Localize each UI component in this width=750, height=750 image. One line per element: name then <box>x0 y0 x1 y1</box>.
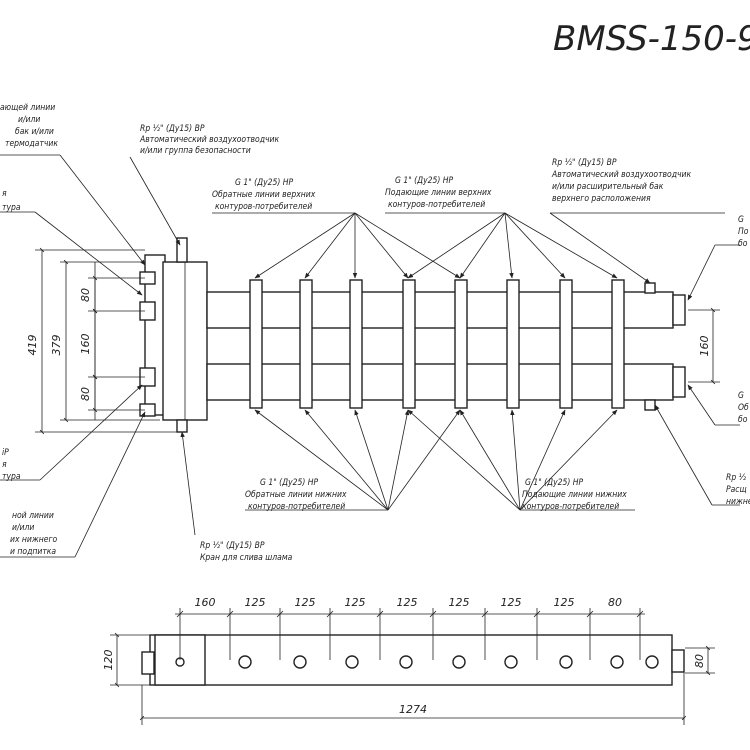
plan-dim-1274: 1274 <box>399 703 427 716</box>
plan-hole-2 <box>238 655 252 669</box>
front-view <box>139 237 686 433</box>
plan-hole-9 <box>610 655 624 669</box>
note-left-bottom-1: iP я тура <box>2 448 21 482</box>
plan-tick-9 <box>586 610 594 618</box>
plan-hole-7 <box>504 655 518 669</box>
connection-pipe-7 <box>559 279 573 409</box>
dim-160: 160 <box>79 334 92 355</box>
plan-hole-10 <box>645 655 659 669</box>
note-left-top-2: я тура <box>2 189 21 213</box>
right-cap-bottom <box>672 366 686 398</box>
plan-tick-3 <box>276 610 284 618</box>
dim-379: 379 <box>50 335 63 356</box>
plan-dim-125-5: 125 <box>449 596 470 609</box>
note-drain: Rp ½" (Ду15) ВР Кран для слива шлама <box>200 541 293 563</box>
plan-dim-125-1: 125 <box>245 596 266 609</box>
plan-view: 160 125 125 125 125 125 125 125 80 120 8… <box>102 596 715 725</box>
return-collector-bottom <box>206 363 674 401</box>
right-vent-top <box>644 282 656 294</box>
drain-fitting <box>176 419 188 433</box>
connection-pipe-1 <box>249 279 263 409</box>
plan-tick-1 <box>176 610 184 618</box>
note-rp-right-top: Rp ½" (Ду15) ВР Автоматический воздухоот… <box>551 158 694 204</box>
note-return-top: G 1" (Ду25) НР Обратные линии верхних ко… <box>212 178 318 212</box>
plan-tick-4 <box>326 610 334 618</box>
plan-right-cap <box>671 649 685 673</box>
connection-pipe-4 <box>402 279 416 409</box>
note-return-bottom: G 1" (Ду25) НР Обратные линии нижних кон… <box>245 478 349 512</box>
leaders-top <box>0 154 740 301</box>
dim-419: 419 <box>26 335 39 356</box>
connection-pipe-3 <box>349 279 363 409</box>
note-rp-top: Rp ½" (Ду15) ВР Автоматический воздухоот… <box>139 124 282 156</box>
plan-tick-6 <box>429 610 437 618</box>
note-right-top: G По бо <box>738 215 750 249</box>
plan-dim-125-4: 125 <box>397 596 418 609</box>
plan-hole-8 <box>559 655 573 669</box>
connection-pipe-2 <box>299 279 313 409</box>
plan-hole-6 <box>452 655 466 669</box>
plan-dim-160: 160 <box>195 596 216 609</box>
plan-dim-125-3: 125 <box>345 596 366 609</box>
plan-tick-10 <box>636 610 644 618</box>
plan-dim-80: 80 <box>608 596 622 609</box>
plan-tick-2 <box>226 610 234 618</box>
plan-holes <box>175 655 659 669</box>
connection-pipe-6 <box>506 279 520 409</box>
note-left-top-1: ающей линии и/или бак и/или термодатчик <box>0 103 58 149</box>
plan-dim-125-7: 125 <box>554 596 575 609</box>
dim-80-bottom: 80 <box>79 387 92 401</box>
note-right-bottom: Rp ½ Расщ нижне <box>726 473 750 507</box>
right-vent-bottom <box>644 399 656 411</box>
plan-left-cap <box>141 651 155 675</box>
plan-tick-7 <box>481 610 489 618</box>
dim-80-top: 80 <box>79 288 92 302</box>
note-supply-top: G 1" (Ду25) НР Подающие линии верхних ко… <box>385 176 494 210</box>
plan-hole-5 <box>399 655 413 669</box>
note-supply-bottom: G 1" (Ду25) НР Подающие линии нижних кон… <box>522 478 629 512</box>
air-vent-fitting <box>176 237 188 263</box>
note-right-mid: G Об бо <box>738 391 750 425</box>
left-dimensions <box>35 247 180 435</box>
supply-collector-top <box>206 291 674 329</box>
drawing-title: BMSS-150-9D <box>553 19 750 59</box>
dim-right-160: 160 <box>698 336 711 357</box>
connection-pipe-5 <box>454 279 468 409</box>
plan-hole-3 <box>293 655 307 669</box>
right-cap-top <box>672 294 686 326</box>
connection-pipes <box>249 279 625 409</box>
plan-dim-80-right: 80 <box>693 654 706 668</box>
plan-hole-4 <box>345 655 359 669</box>
notes: ающей линии и/или бак и/или термодатчик … <box>0 103 750 563</box>
connection-pipe-8 <box>611 279 625 409</box>
plan-tick-8 <box>533 610 541 618</box>
plan-dim-120: 120 <box>102 650 115 671</box>
plan-tick-5 <box>376 610 384 618</box>
note-left-bottom-2: ной линии и/или их нижнего и подпитка <box>10 511 60 557</box>
plan-dim-125-6: 125 <box>501 596 522 609</box>
plan-dim-125-2: 125 <box>295 596 316 609</box>
right-dimension <box>688 307 720 385</box>
leaders-bottom <box>0 384 740 558</box>
